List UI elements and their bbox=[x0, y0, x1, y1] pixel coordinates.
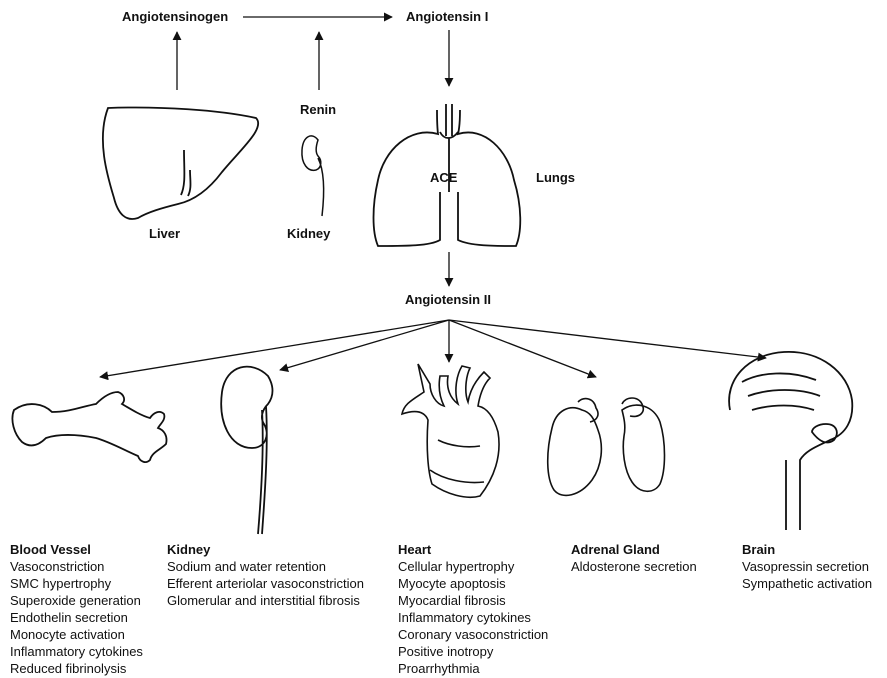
effect-item: Myocardial fibrosis bbox=[398, 592, 548, 609]
blood-vessel-illustration bbox=[12, 392, 166, 462]
effect-item: Glomerular and interstitial fibrosis bbox=[167, 592, 364, 609]
effect-item: Myocyte apoptosis bbox=[398, 575, 548, 592]
renin-label: Renin bbox=[300, 102, 336, 118]
lungs-label: Lungs bbox=[536, 170, 575, 186]
heart-effects: Heart Cellular hypertrophy Myocyte apopt… bbox=[398, 541, 548, 677]
liver-label: Liver bbox=[149, 226, 180, 242]
effect-item: Vasopressin secretion bbox=[742, 558, 872, 575]
angiotensinogen-label: Angiotensinogen bbox=[122, 9, 228, 25]
kidney-illustration bbox=[221, 367, 272, 534]
liver-illustration bbox=[103, 107, 258, 219]
arrow-to-blood-vessel bbox=[100, 320, 449, 377]
effect-item: Cellular hypertrophy bbox=[398, 558, 548, 575]
brain-effects: Brain Vasopressin secretion Sympathetic … bbox=[742, 541, 872, 592]
effect-item: Aldosterone secretion bbox=[571, 558, 697, 575]
arrow-to-kidney bbox=[280, 320, 449, 370]
adrenal-gland-title: Adrenal Gland bbox=[571, 541, 697, 558]
effect-item: Proarrhythmia bbox=[398, 660, 548, 677]
heart-illustration bbox=[402, 364, 499, 497]
effect-item: Endothelin secretion bbox=[10, 609, 143, 626]
blood-vessel-title: Blood Vessel bbox=[10, 541, 143, 558]
brain-title: Brain bbox=[742, 541, 872, 558]
adrenal-gland-effects: Adrenal Gland Aldosterone secretion bbox=[571, 541, 697, 575]
effect-item: Positive inotropy bbox=[398, 643, 548, 660]
effect-item: Sodium and water retention bbox=[167, 558, 364, 575]
effect-item: Vasoconstriction bbox=[10, 558, 143, 575]
kidney-title: Kidney bbox=[167, 541, 364, 558]
effect-item: SMC hypertrophy bbox=[10, 575, 143, 592]
effect-item: Efferent arteriolar vasoconstriction bbox=[167, 575, 364, 592]
angiotensin-ii-label: Angiotensin II bbox=[405, 292, 491, 308]
heart-title: Heart bbox=[398, 541, 548, 558]
brain-illustration bbox=[729, 352, 852, 530]
effect-item: Inflammatory cytokines bbox=[10, 643, 143, 660]
effect-item: Superoxide generation bbox=[10, 592, 143, 609]
ace-label: ACE bbox=[430, 170, 457, 186]
angiotensin-i-label: Angiotensin I bbox=[406, 9, 488, 25]
effect-item: Inflammatory cytokines bbox=[398, 609, 548, 626]
small-kidney-illustration bbox=[302, 136, 324, 216]
effect-item: Sympathetic activation bbox=[742, 575, 872, 592]
adrenal-gland-illustration bbox=[548, 398, 665, 495]
effect-item: Coronary vasoconstriction bbox=[398, 626, 548, 643]
effect-item: Monocyte activation bbox=[10, 626, 143, 643]
kidney-top-label: Kidney bbox=[287, 226, 330, 242]
kidney-effects: Kidney Sodium and water retention Effere… bbox=[167, 541, 364, 609]
effect-item: Reduced fibrinolysis bbox=[10, 660, 143, 677]
blood-vessel-effects: Blood Vessel Vasoconstriction SMC hypert… bbox=[10, 541, 143, 677]
